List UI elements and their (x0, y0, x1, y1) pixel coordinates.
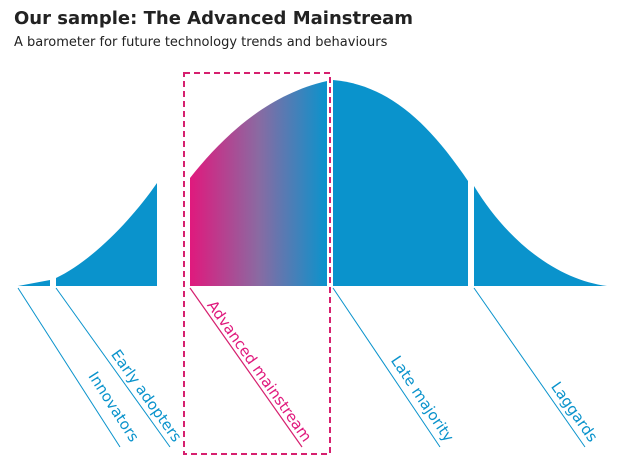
laggards-leader-line (473, 287, 586, 448)
advanced-mainstream-label: Advanced mainstream (203, 297, 315, 445)
advanced-mainstream-highlight-box (183, 72, 331, 455)
late-majority-segment (333, 80, 468, 286)
innovators-segment (18, 280, 50, 286)
advanced-mainstream-segment (190, 81, 327, 286)
laggards-segment (474, 186, 607, 286)
early-adopters-leader-line (55, 287, 171, 448)
early-adopters-segment (56, 183, 157, 286)
late-majority-leader-line (332, 287, 441, 448)
page-title: Our sample: The Advanced Mainstream (14, 8, 414, 29)
laggards-label: Laggards (547, 378, 601, 445)
page-subtitle: A barometer for future technology trends… (14, 35, 388, 50)
late-majority-label: Late majority (387, 352, 458, 445)
advanced-mainstream-leader-line (189, 287, 303, 448)
innovators-leader-line (17, 287, 121, 448)
